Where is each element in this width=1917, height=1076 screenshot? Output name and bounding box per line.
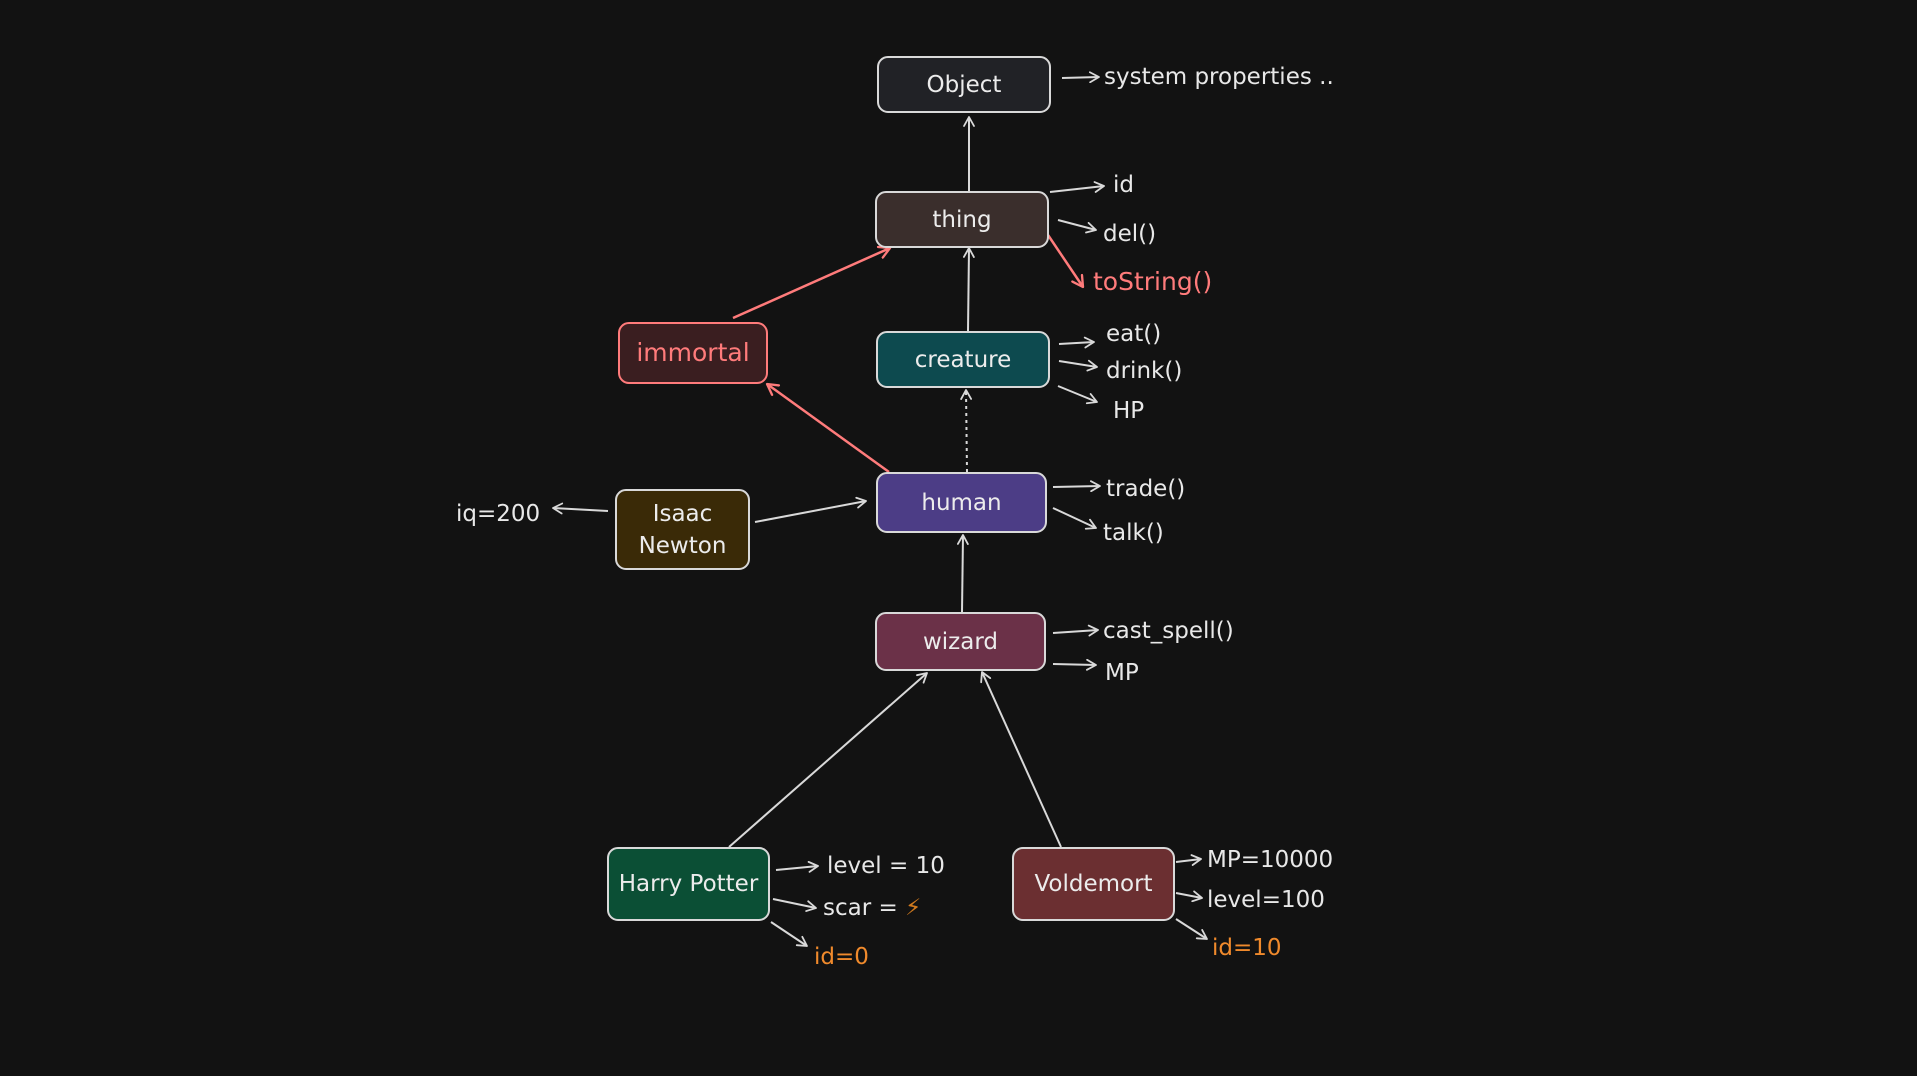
node-voldemort[interactable]: Voldemort (1012, 847, 1175, 921)
node-thing-label: thing (932, 206, 992, 233)
arrow-human-to-creature (960, 389, 973, 473)
label-thing-tostring: toString() (1093, 267, 1213, 296)
node-immortal-label: immortal (636, 338, 750, 367)
arrow-harry-scar (772, 898, 817, 912)
arrow-thing-del (1057, 219, 1097, 234)
node-immortal[interactable]: immortal (618, 322, 768, 384)
label-human-trade: trade() (1106, 476, 1186, 502)
label-creature-eat: eat() (1106, 321, 1162, 347)
arrow-object-props (1061, 71, 1100, 84)
label-voldemort-level: level=100 (1207, 887, 1325, 913)
arrow-wizard-cast (1052, 624, 1099, 637)
label-harry-scar: scar = ⚡ (823, 894, 921, 922)
node-wizard-label: wizard (922, 628, 999, 655)
arrow-thing-id (1049, 181, 1105, 193)
label-isaac-iq: iq=200 (456, 501, 541, 527)
arrow-voldemort-level (1175, 890, 1203, 903)
arrow-harry-level (775, 860, 819, 873)
label-thing-del: del() (1103, 221, 1157, 247)
arrow-voldemort-to-wizard (980, 671, 1062, 848)
node-thing[interactable]: thing (875, 191, 1049, 248)
label-wizard-cast: cast_spell() (1103, 618, 1234, 644)
arrow-human-trade (1052, 480, 1101, 493)
node-harry-potter[interactable]: Harry Potter (607, 847, 770, 921)
label-wizard-mp: MP (1105, 660, 1139, 686)
arrow-creature-hp (1057, 385, 1098, 405)
node-isaac-line1: Isaac (652, 500, 713, 527)
node-isaac-line2: Newton (638, 532, 727, 559)
node-human-label: human (921, 489, 1002, 516)
node-voldemort-label: Voldemort (1034, 871, 1153, 897)
label-creature-hp: HP (1113, 398, 1145, 424)
node-harry-label: Harry Potter (618, 871, 759, 897)
node-human[interactable]: human (876, 472, 1047, 533)
arrow-creature-drink (1058, 359, 1098, 372)
label-harry-id: id=0 (814, 944, 869, 970)
node-wizard[interactable]: wizard (875, 612, 1046, 671)
node-object-label: Object (926, 71, 1002, 98)
label-harry-scar-text: scar = (823, 895, 898, 921)
arrow-harry-id (770, 921, 808, 947)
label-creature-drink: drink() (1106, 358, 1183, 384)
label-human-talk: talk() (1103, 520, 1164, 546)
arrow-thing-to-tostring (1046, 234, 1085, 289)
arrow-human-to-immortal (765, 382, 890, 474)
node-object[interactable]: Object (877, 56, 1051, 113)
node-isaac-newton[interactable]: Isaac Newton (615, 489, 750, 570)
arrow-voldemort-mp (1175, 854, 1202, 866)
arrow-human-talk (1052, 507, 1097, 530)
arrow-voldemort-id (1175, 918, 1208, 940)
arrow-harry-to-wizard (728, 672, 928, 848)
arrow-immortal-to-thing (732, 245, 892, 320)
node-creature-label: creature (914, 346, 1012, 373)
arrow-isaac-iq (552, 502, 609, 515)
label-object-props: system properties .. (1104, 64, 1334, 90)
arrow-creature-eat (1058, 336, 1095, 349)
node-creature[interactable]: creature (876, 331, 1050, 388)
arrow-wizard-mp (1052, 658, 1097, 671)
label-harry-level: level = 10 (827, 853, 945, 879)
label-voldemort-id: id=10 (1212, 935, 1282, 961)
label-voldemort-mp: MP=10000 (1207, 847, 1334, 873)
arrow-creature-to-thing (962, 247, 975, 332)
label-thing-id: id (1113, 172, 1134, 198)
arrow-isaac-to-human (754, 496, 867, 523)
arrow-wizard-to-human (956, 534, 969, 613)
lightning-icon: ⚡ (905, 895, 922, 921)
